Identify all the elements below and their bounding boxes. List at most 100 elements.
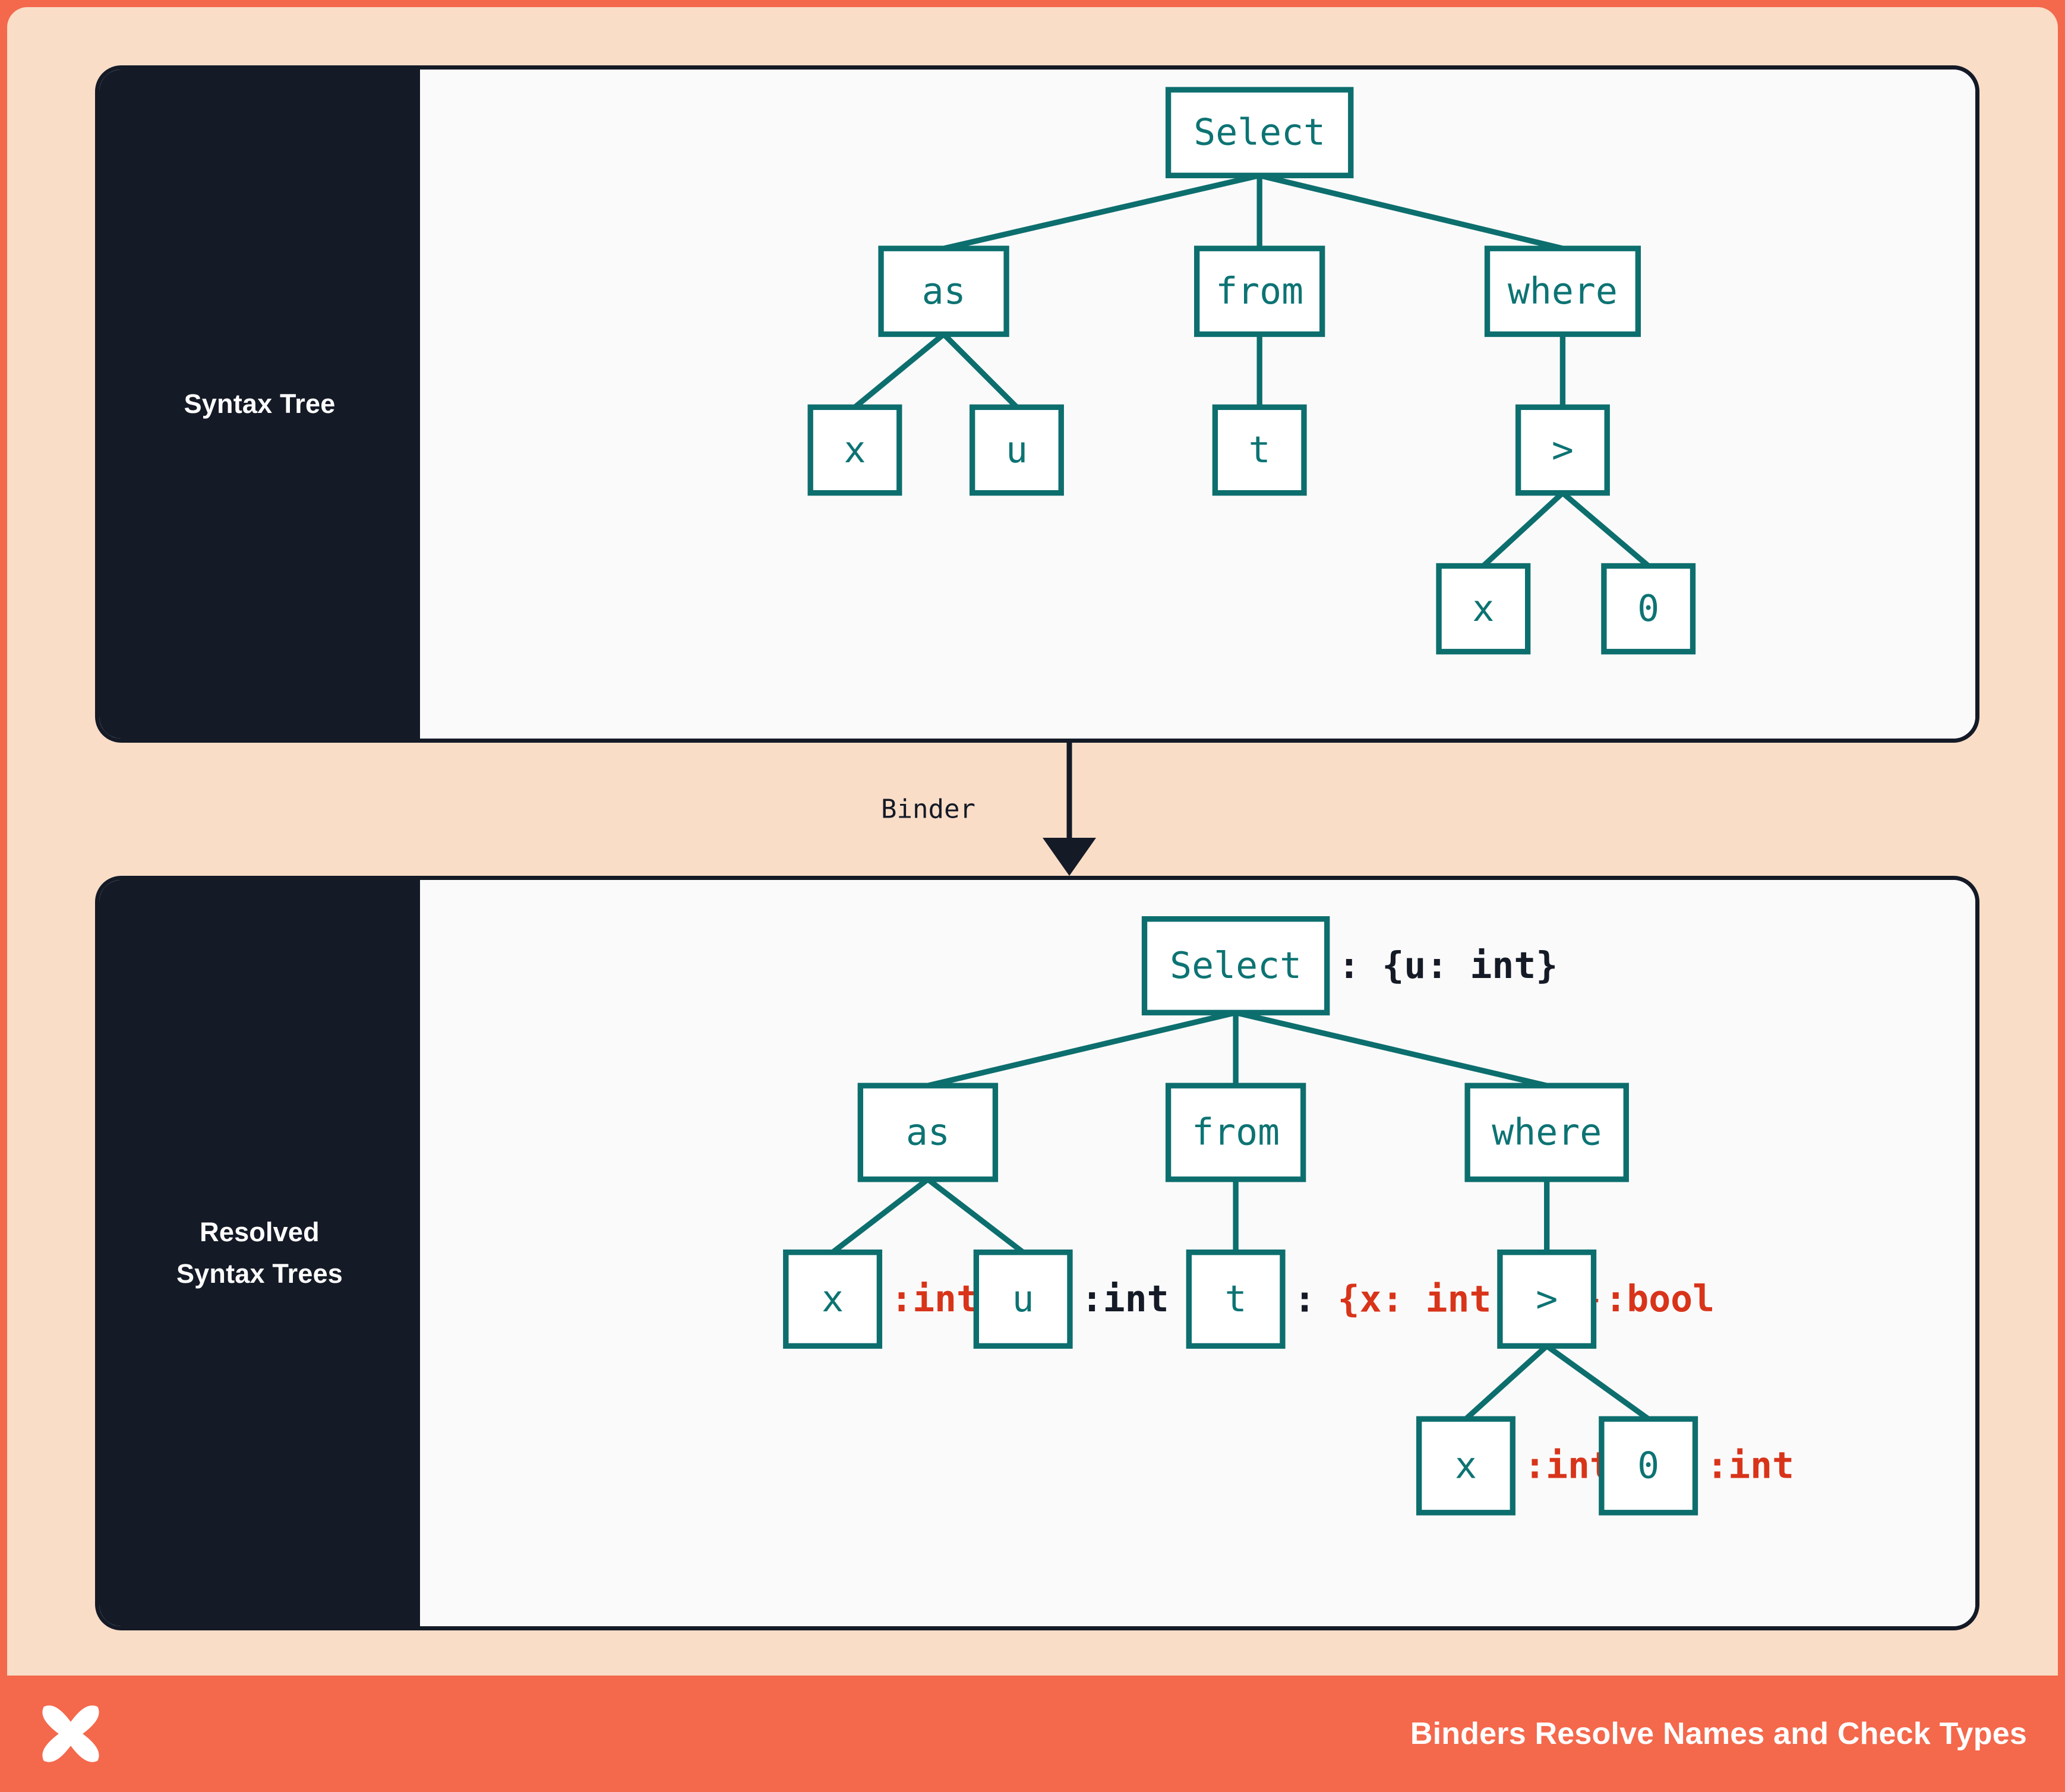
node-type-annotation: : {u: int} <box>1338 945 1558 987</box>
tree-node-zero1[interactable]: 0 :int <box>1599 1416 1794 1516</box>
node-box <box>1601 563 1696 655</box>
node-label: as <box>906 1111 950 1153</box>
node-label: x <box>822 1278 844 1320</box>
node-label: u <box>1012 1278 1034 1320</box>
node-box <box>807 404 902 496</box>
node-label: from <box>1215 270 1303 313</box>
tree-edge-as-x1 <box>853 332 946 409</box>
sidebar-text-line: Syntax Tree <box>184 389 336 419</box>
node-box <box>1165 87 1354 178</box>
node-type-annotation: :int <box>1081 1278 1169 1320</box>
node-label: where <box>1508 270 1618 313</box>
node-label: as <box>922 270 966 313</box>
canvas: Syntax Tree Select as from where x u t > x 0 Bind… <box>7 7 2058 1676</box>
tree-edge-as-u1 <box>942 332 1019 409</box>
node-label: x <box>844 429 866 471</box>
tree-node-where[interactable]: where <box>1484 245 1641 337</box>
node-label: t <box>1225 1278 1247 1320</box>
tree-node-t1[interactable]: t <box>1212 404 1307 496</box>
node-label: x <box>1455 1444 1477 1487</box>
tree-node-u1[interactable]: u <box>969 404 1064 496</box>
node-box <box>1212 404 1307 496</box>
node-label: x <box>1472 588 1494 630</box>
tree-node-x2[interactable]: x <box>1436 563 1531 655</box>
tree-edge-select-where <box>1259 172 1564 251</box>
tree-node-select[interactable]: Select <box>1165 87 1354 178</box>
node-box <box>1599 1416 1698 1516</box>
node-label: > <box>1552 429 1574 471</box>
binder-arrow-head <box>1043 838 1096 876</box>
node-type-annotation: :bool <box>1605 1278 1714 1320</box>
type-colon: : <box>1294 1278 1338 1320</box>
node-box <box>1515 404 1610 496</box>
tree-node-where[interactable]: where <box>1464 1083 1629 1182</box>
tree-node-select[interactable]: Select : {u: int} <box>1141 916 1558 1015</box>
sidebar-label-syntax-tree: Syntax Tree <box>99 70 420 739</box>
tree-edge-gt1-zero1 <box>1545 1343 1650 1421</box>
node-box <box>1484 245 1641 337</box>
sidebar-text-line: Resolved <box>200 1217 320 1248</box>
tree-edge-as-x1 <box>831 1177 930 1255</box>
node-type-annotation: :int <box>1706 1444 1794 1487</box>
node-label: t <box>1249 429 1271 471</box>
tree-node-zero1[interactable]: 0 <box>1601 563 1696 655</box>
node-label: 0 <box>1637 588 1659 630</box>
tree-node-from[interactable]: from <box>1193 245 1325 337</box>
node-label: Select <box>1170 945 1302 987</box>
node-box <box>1193 245 1325 337</box>
butterfly-x-logo-icon <box>42 1705 99 1762</box>
footer-caption: Binders Resolve Names and Check Types <box>1410 1717 2027 1751</box>
node-box <box>1165 1083 1306 1182</box>
node-box <box>1497 1249 1597 1349</box>
tree-node-u1[interactable]: u :int <box>973 1249 1169 1349</box>
tree-edge-gt1-x2 <box>1481 491 1565 568</box>
node-label: where <box>1492 1111 1602 1153</box>
node-label: from <box>1192 1111 1280 1153</box>
tree-edge-select-as <box>943 172 1261 251</box>
node-label: Select <box>1193 112 1325 154</box>
node-label: 0 <box>1637 1444 1659 1487</box>
tree-node-from[interactable]: from <box>1165 1083 1306 1182</box>
syntax-tree-svg: Select as from where x u t > x 0 <box>807 87 1696 655</box>
tree-node-x1[interactable]: x <box>807 404 902 496</box>
footer-bar: Binders Resolve Names and Check Types <box>0 1676 2065 1792</box>
tree-edge-select-as <box>927 1009 1237 1089</box>
node-box <box>969 404 1064 496</box>
node-box <box>973 1249 1073 1349</box>
node-label: > <box>1536 1278 1558 1320</box>
node-label: u <box>1006 429 1028 471</box>
tree-edge-gt1-zero1 <box>1561 491 1650 569</box>
tree-node-as[interactable]: as <box>857 1083 999 1182</box>
tree-edges <box>831 1009 1650 1421</box>
node-box <box>878 245 1009 337</box>
tree-node-gt1[interactable]: > <box>1515 404 1610 496</box>
node-box <box>857 1083 999 1182</box>
tree-node-as[interactable]: as <box>878 245 1009 337</box>
node-type-annotation: :int <box>1524 1444 1612 1487</box>
node-box <box>1186 1249 1286 1349</box>
tree-edges <box>853 172 1650 569</box>
tree-edge-gt1-x2 <box>1464 1343 1549 1421</box>
binder-transition: Binder <box>95 743 1979 876</box>
tree-edge-select-where <box>1235 1009 1548 1089</box>
node-box <box>783 1249 883 1349</box>
tree-edge-as-u1 <box>926 1177 1025 1255</box>
tree-node-x1[interactable]: x :int <box>783 1249 978 1349</box>
panel-syntax-tree: Syntax Tree Select as from where x u t > x 0 <box>95 65 1979 743</box>
tree-node-x2[interactable]: x :int <box>1416 1416 1612 1516</box>
node-type-annotation: :int <box>891 1278 978 1320</box>
node-box <box>1416 1416 1515 1516</box>
node-box <box>1141 916 1330 1015</box>
sidebar-text-line: Syntax Trees <box>176 1258 343 1289</box>
tree-canvas-syntax-tree: Select as from where x u t > x 0 <box>420 70 1975 739</box>
binder-arrow-svg: Binder <box>881 743 1096 876</box>
node-box <box>1464 1083 1629 1182</box>
node-box <box>1436 563 1531 655</box>
tree-node-gt1[interactable]: > :bool <box>1497 1249 1714 1349</box>
